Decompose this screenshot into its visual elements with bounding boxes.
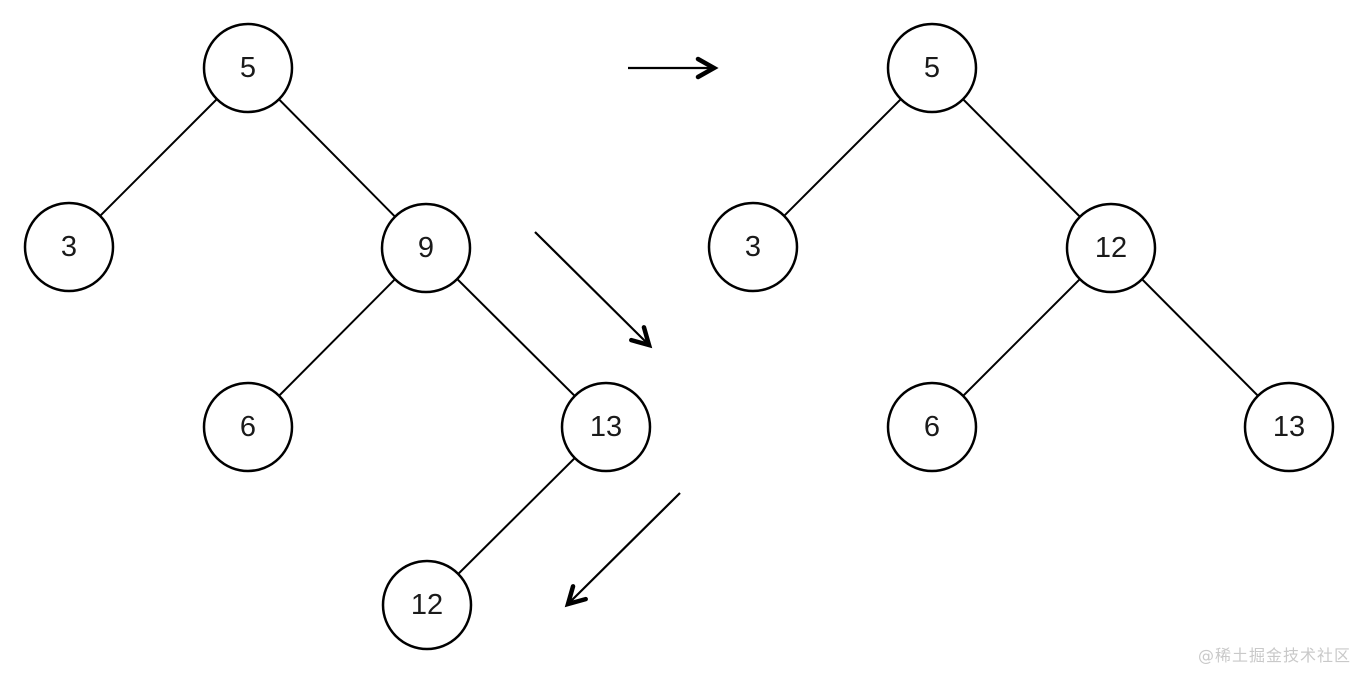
tree-node-3: 3 xyxy=(23,201,115,293)
node-circle xyxy=(886,22,978,114)
node-value-label: 5 xyxy=(924,52,940,84)
tree-node-3: 3 xyxy=(707,201,799,293)
node-circle xyxy=(707,201,799,293)
tree-node-9: 9 xyxy=(380,202,472,294)
node-circle xyxy=(1243,381,1335,473)
node-value-label: 13 xyxy=(590,411,622,443)
node-circle xyxy=(381,559,473,651)
tree-node-5: 5 xyxy=(202,22,294,114)
node-circle xyxy=(202,381,294,473)
node-value-label: 6 xyxy=(924,411,940,443)
node-circle xyxy=(560,381,652,473)
tree-after: 5 3 12 6 13 xyxy=(707,22,1335,473)
node-circle xyxy=(886,381,978,473)
node-circle xyxy=(23,201,115,293)
node-value-label: 6 xyxy=(240,411,256,443)
node-value-label: 5 xyxy=(240,52,256,84)
node-circle xyxy=(1065,202,1157,294)
node-value-label: 3 xyxy=(61,231,77,263)
node-value-label: 12 xyxy=(411,589,443,621)
tree-before: 5 3 9 6 13 12 xyxy=(23,22,652,651)
tree-node-6: 6 xyxy=(886,381,978,473)
tree-node-12: 12 xyxy=(381,559,473,651)
node-circle xyxy=(380,202,472,294)
tree-node-12: 12 xyxy=(1065,202,1157,294)
tree-node-6: 6 xyxy=(202,381,294,473)
tree-node-13: 13 xyxy=(560,381,652,473)
node-value-label: 3 xyxy=(745,231,761,263)
node-value-label: 13 xyxy=(1273,411,1305,443)
watermark-juejin-community: @稀土掘金技术社区 xyxy=(1197,646,1351,665)
traverse-down-left-arrow xyxy=(564,492,681,608)
node-value-label: 12 xyxy=(1095,232,1127,264)
traverse-down-right-arrow xyxy=(534,231,653,349)
node-circle xyxy=(202,22,294,114)
node-value-label: 9 xyxy=(418,232,434,264)
tree-node-5: 5 xyxy=(886,22,978,114)
tree-node-13: 13 xyxy=(1243,381,1335,473)
